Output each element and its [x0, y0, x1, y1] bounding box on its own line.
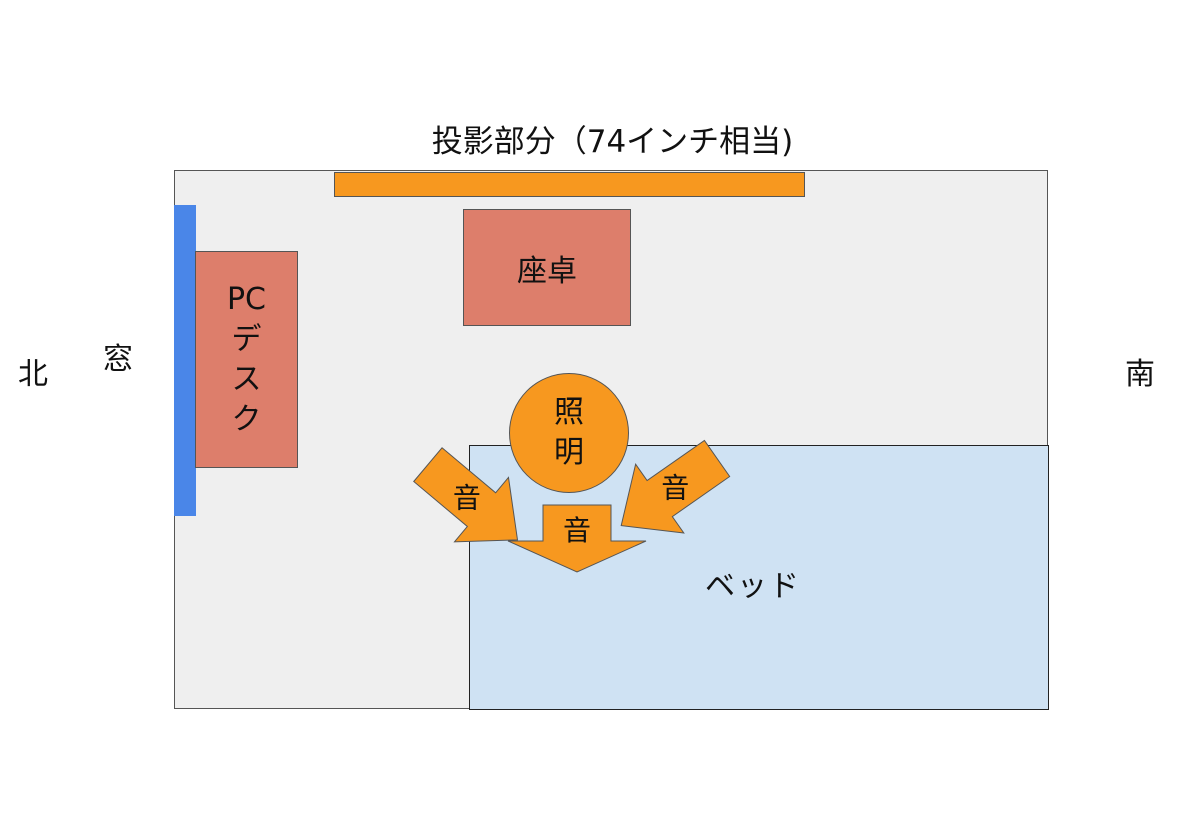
low-table-label: 座卓 — [517, 253, 577, 289]
pc-desk-label-line-1: PC — [226, 281, 267, 317]
lighting-label-line-1: 照 — [554, 395, 584, 430]
window-label: 窓 — [103, 342, 133, 377]
lighting: 照 明 — [509, 373, 629, 493]
pc-desk-label-line-2: デ — [231, 321, 262, 357]
pc-desk: PC デ ス ク — [195, 251, 298, 468]
projection-screen — [334, 172, 805, 197]
bed-label: ベッド — [705, 569, 801, 604]
window — [174, 205, 196, 516]
north-label: 北 — [18, 357, 48, 392]
low-table: 座卓 — [463, 209, 631, 326]
lighting-label-line-2: 明 — [554, 435, 584, 470]
projection-area-title: 投影部分（74インチ相当) — [431, 124, 794, 160]
south-label: 南 — [1125, 357, 1155, 392]
pc-desk-label-line-3: ス — [231, 361, 262, 397]
pc-desk-label-line-4: ク — [231, 401, 262, 437]
